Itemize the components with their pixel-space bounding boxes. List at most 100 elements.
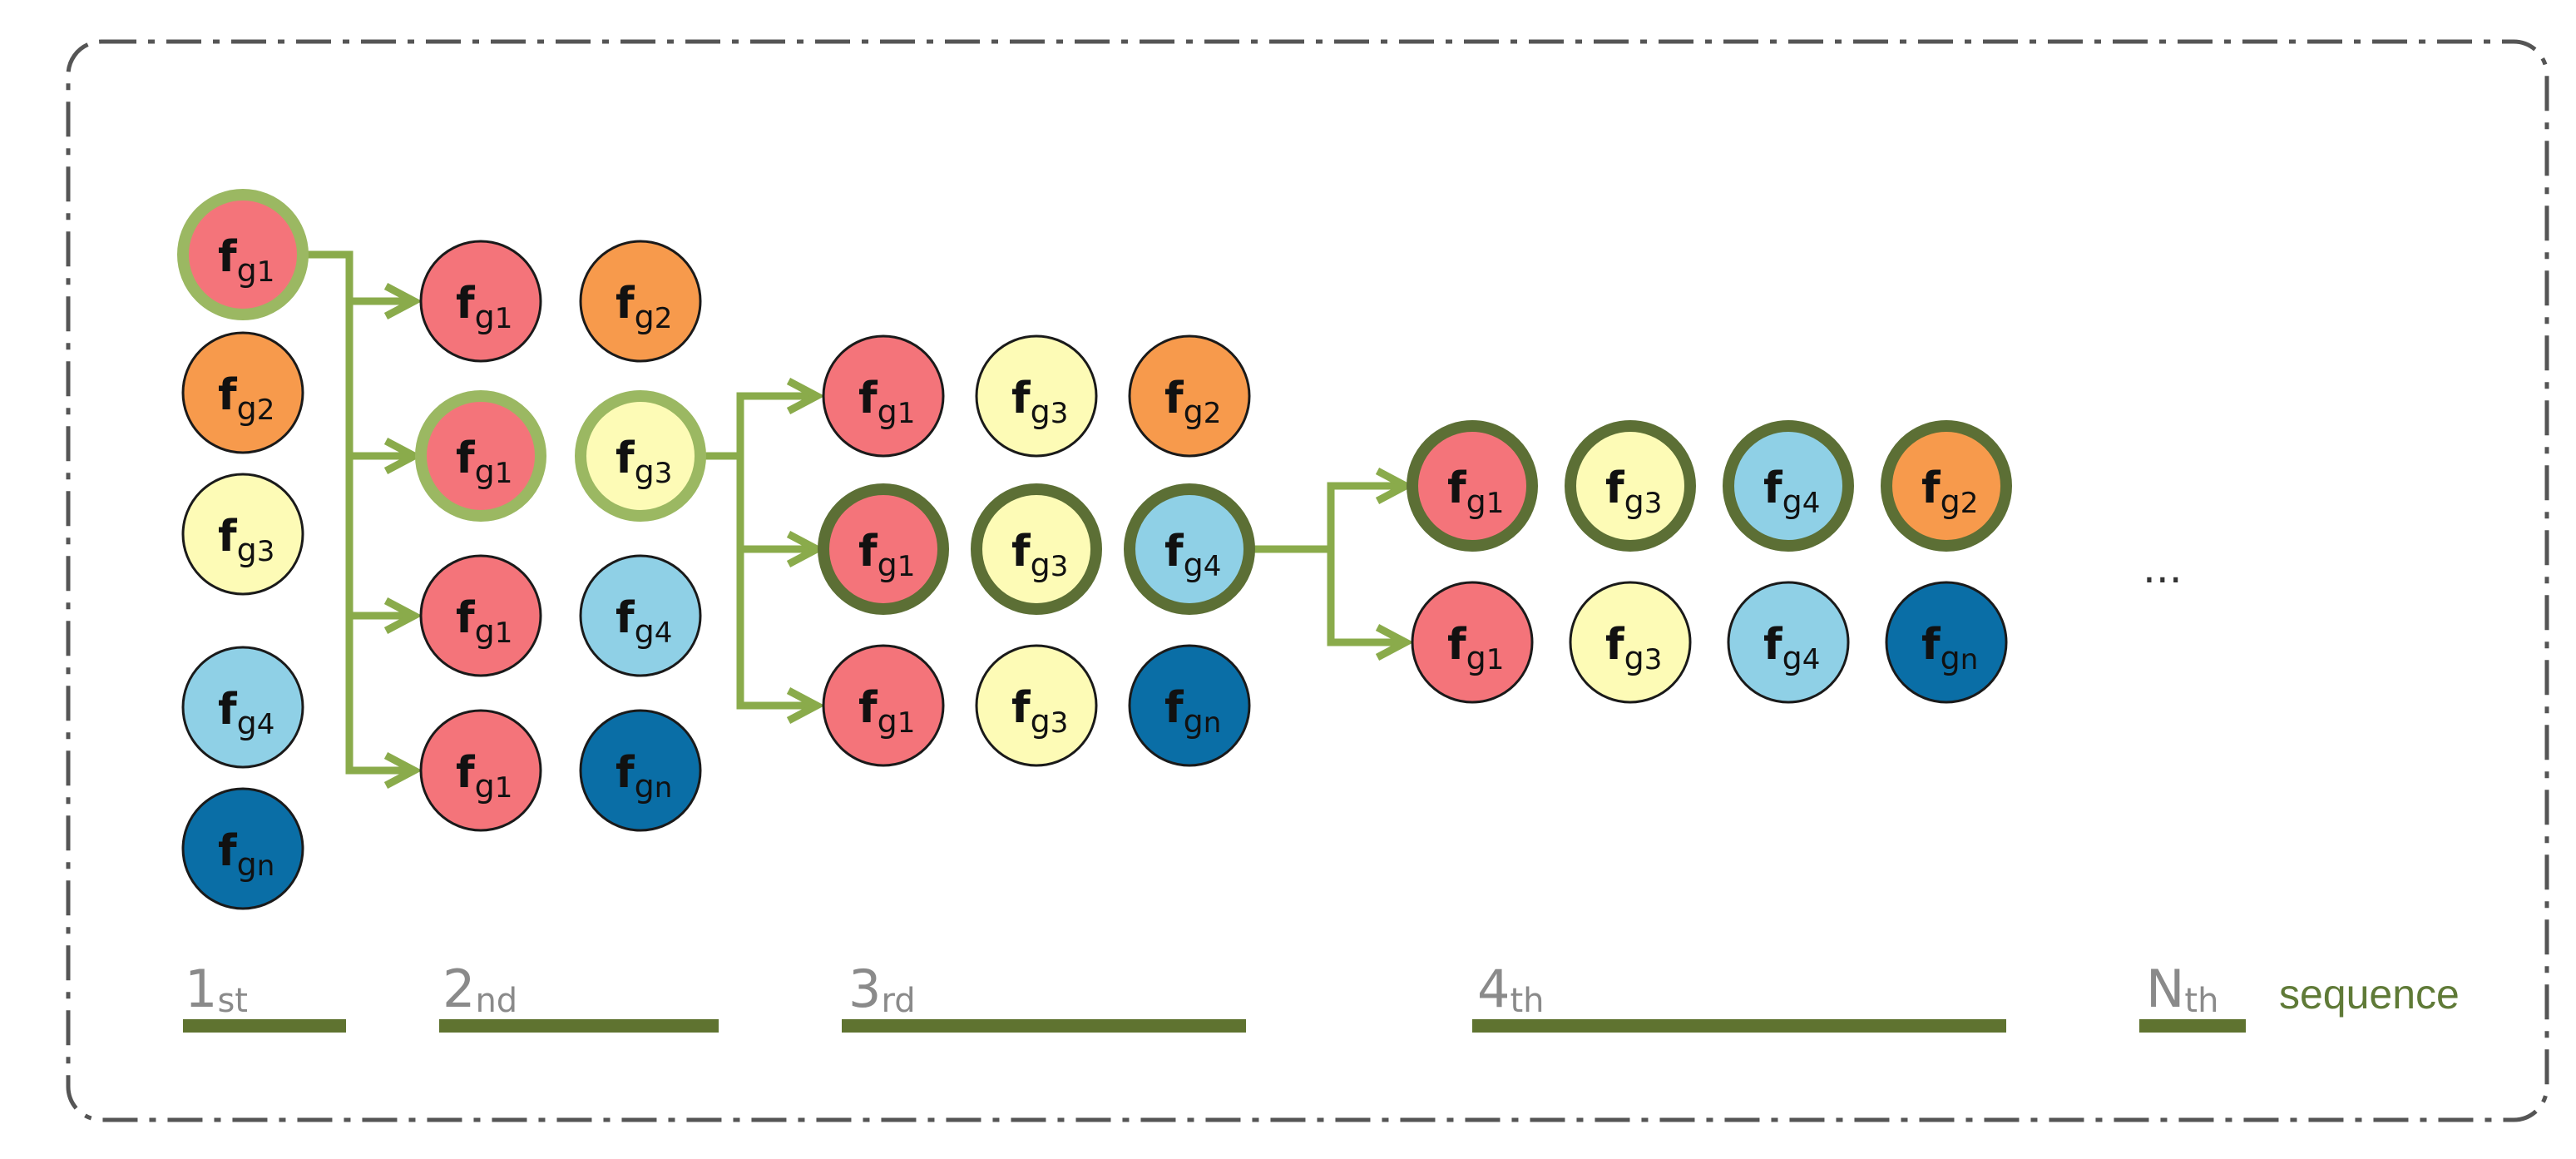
underline-1 xyxy=(183,1019,346,1033)
node-layer: fg1 fg2 fg3 fg4 fgn fg1 fg2 fg1 fg3 fg1 fg4 fg1 fgn f… xyxy=(177,189,2012,910)
node-c1-r2: fg2 xyxy=(181,331,304,454)
node-label: fg2 xyxy=(218,370,274,427)
node-label: fg1 xyxy=(456,433,512,490)
node-c4-r1a: fg1 xyxy=(1407,420,1538,552)
node-label: fg4 xyxy=(218,685,274,741)
node-label: fgn xyxy=(1921,620,1978,676)
node-label: fg4 xyxy=(1164,527,1221,583)
underline-2 xyxy=(439,1019,719,1033)
node-circle xyxy=(181,787,304,910)
node-circle xyxy=(177,189,309,320)
node-c2-r2b: fg3 xyxy=(575,390,706,522)
node-c2-r2a: fg1 xyxy=(415,390,546,522)
node-c2-r3a: fg1 xyxy=(419,554,542,677)
node-label: fg2 xyxy=(616,279,672,335)
sequence-word: sequence xyxy=(2279,971,2460,1018)
sequence-labels: 1st 2nd 3rd 4th Nth sequence xyxy=(185,958,2460,1020)
node-c4-r1c: fg4 xyxy=(1723,420,1854,552)
underline-n xyxy=(2139,1019,2246,1033)
node-circle xyxy=(1124,483,1255,615)
node-c4-r2d: fgn xyxy=(1885,581,2008,704)
node-label: fg3 xyxy=(1011,374,1068,430)
connector-1-2-arrowhead-3 xyxy=(383,597,423,634)
node-circle xyxy=(181,473,304,596)
node-label: fg1 xyxy=(858,374,915,430)
node-c3-r2a: fg1 xyxy=(818,483,949,615)
connector-3-4-arrowhead-2 xyxy=(1375,624,1414,661)
node-label: fg3 xyxy=(1605,463,1662,520)
node-circle xyxy=(575,390,706,522)
node-circle xyxy=(1881,420,2012,552)
node-circle xyxy=(822,644,945,767)
node-circle xyxy=(419,554,542,677)
node-c3-r1a: fg1 xyxy=(822,334,945,458)
node-circle xyxy=(975,334,1098,458)
node-circle xyxy=(1128,334,1251,458)
node-c4-r1b: fg3 xyxy=(1565,420,1696,552)
node-circle xyxy=(579,709,702,832)
connector-1-2-arrowhead-1 xyxy=(383,283,423,319)
node-label: fg3 xyxy=(1605,620,1662,676)
node-circle xyxy=(818,483,949,615)
node-label: fg1 xyxy=(858,683,915,740)
node-circle xyxy=(1128,644,1251,767)
node-circle xyxy=(1407,420,1538,552)
node-c3-r3a: fg1 xyxy=(822,644,945,767)
node-circle xyxy=(579,554,702,677)
underline-3 xyxy=(842,1019,1246,1033)
node-c3-r2c: fg4 xyxy=(1124,483,1255,615)
node-circle xyxy=(1723,420,1854,552)
connector-2-3-arrowhead-1 xyxy=(786,378,825,414)
node-c2-r4a: fg1 xyxy=(419,709,542,832)
sequence-label-1: 1st xyxy=(185,958,248,1020)
node-label: fg2 xyxy=(1164,374,1221,430)
node-circle xyxy=(181,331,304,454)
node-circle xyxy=(579,240,702,363)
connector-2-3-arrowhead-3 xyxy=(786,687,825,724)
node-c3-r3c: fgn xyxy=(1128,644,1251,767)
node-label: fgn xyxy=(616,748,672,805)
node-circle xyxy=(1727,581,1850,704)
node-c2-r4b: fgn xyxy=(579,709,702,832)
node-c2-r1b: fg2 xyxy=(579,240,702,363)
node-circle xyxy=(419,709,542,832)
node-label: fg1 xyxy=(218,232,274,289)
node-label: fg3 xyxy=(616,433,672,490)
sequence-label-n: Nth xyxy=(2146,958,2218,1020)
node-circle xyxy=(1565,420,1696,552)
node-label: fg4 xyxy=(616,593,672,650)
node-circle xyxy=(181,646,304,769)
node-circle xyxy=(971,483,1102,615)
node-c1-r1: fg1 xyxy=(177,189,309,320)
continuation-ellipsis: ... xyxy=(2143,544,2183,592)
node-label: fg4 xyxy=(1763,620,1820,676)
node-c4-r2b: fg3 xyxy=(1569,581,1692,704)
node-circle xyxy=(1411,581,1534,704)
node-c2-r3b: fg4 xyxy=(579,554,702,677)
node-c4-r2c: fg4 xyxy=(1727,581,1850,704)
sequence-label-3: 3rd xyxy=(848,958,916,1020)
connector-1-2-arrowhead-4 xyxy=(383,752,423,789)
connector-3-4-arrowhead-1 xyxy=(1375,468,1414,504)
node-label: fg1 xyxy=(456,279,512,335)
node-label: fg3 xyxy=(1011,527,1068,583)
node-c2-r1a: fg1 xyxy=(419,240,542,363)
node-label: fgn xyxy=(1164,683,1221,740)
sequence-label-4: 4th xyxy=(1477,958,1545,1020)
sequence-underlines xyxy=(183,1019,2246,1033)
node-circle xyxy=(975,644,1098,767)
node-label: fg1 xyxy=(456,748,512,805)
node-label: fg3 xyxy=(1011,683,1068,740)
node-label: fg2 xyxy=(1921,463,1978,520)
node-c3-r3b: fg3 xyxy=(975,644,1098,767)
node-c4-r2a: fg1 xyxy=(1411,581,1534,704)
node-circle xyxy=(1569,581,1692,704)
node-c1-r4: fg4 xyxy=(181,646,304,769)
node-label: fg1 xyxy=(456,593,512,650)
node-c3-r2b: fg3 xyxy=(971,483,1102,615)
node-c1-r3: fg3 xyxy=(181,473,304,596)
node-c3-r1c: fg2 xyxy=(1128,334,1251,458)
diagram-frame xyxy=(66,39,2549,1122)
node-c1-r5: fgn xyxy=(181,787,304,910)
